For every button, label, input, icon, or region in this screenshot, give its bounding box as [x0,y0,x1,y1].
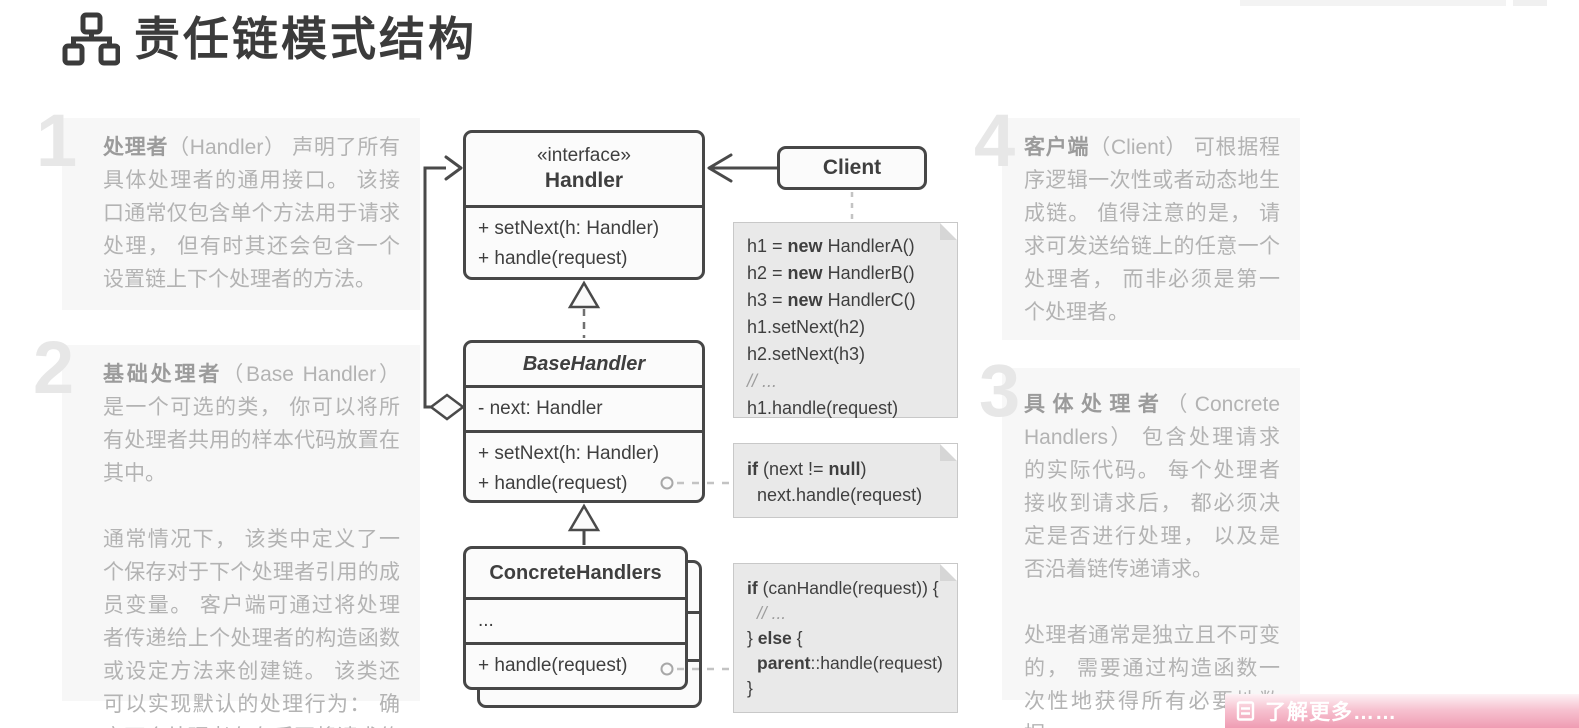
uml-class-concretehandlers: ConcreteHandlers ... + handle(request) [463,546,688,690]
concretehandlers-fields: ... [466,597,685,642]
section-1-number: 1 [36,99,78,182]
code-comment: // ... [747,371,778,391]
basehandler-name: BaseHandler [522,352,646,375]
interface-method-setnext: + setNext(h: Handler) [478,218,660,239]
sitemap-icon [62,12,120,66]
interface-stereotype: «interface» [536,145,631,166]
note-client-code: h1 = new HandlerA() h2 = new HandlerB() … [733,222,958,418]
page-title: 责任链模式结构 [134,13,477,65]
concretehandlers-field-ellipsis: ... [478,610,494,631]
top-strip [1240,0,1506,6]
association-client-to-handler-arrow [707,153,777,183]
code-line: } [747,678,753,698]
section-3-paragraph-1: 具体处理者（Concrete Handlers） 包含处理请求的实际代码。 每个… [1024,393,1281,581]
book-icon [1236,701,1255,721]
basehandler-fields: - next: Handler [466,385,702,430]
term-client: 客户端 [1024,136,1090,159]
section-1-text: 处理者（Handler） 声明了所有具体处理者的通用接口。 该接口通常仅包含单个… [103,136,401,291]
section-4-number: 4 [974,99,1016,182]
code-line: if (canHandle(request)) { [747,578,939,598]
code-line: if (next != null) [747,459,867,479]
basehandler-method-handle: + handle(request) [478,473,628,494]
uml-interface-handler: «interface» Handler + setNext(h: Handler… [463,130,705,280]
code-line: h1 = new HandlerA() [747,236,915,256]
section-3-paragraph-2: 处理者通常是独立且不可变的， 需要通过构造函数一次性地获得所有必要地数据。 [1024,624,1280,728]
code-line: } else { [747,628,803,648]
note-basehandler-code: if (next != null) next.handle(request) [733,443,958,518]
concretehandlers-method-handle: + handle(request) [478,655,628,676]
code-line: h3 = new HandlerC() [747,290,916,310]
basehandler-methods: + setNext(h: Handler) + handle(request) [466,430,702,499]
interface-method-handle: + handle(request) [478,248,628,269]
term-base-handler: 基础处理者 [103,363,223,386]
term-concrete-handlers: 具体处理者 [1024,393,1167,416]
top-strip-small [1513,0,1547,6]
interface-name: Handler [544,169,624,192]
concretehandlers-name: ConcreteHandlers [489,561,662,584]
learn-more-label: 了解更多…… [1265,701,1397,724]
code-line: h1.handle(request) [747,398,899,418]
interface-methods: + setNext(h: Handler) + handle(request) [466,205,702,274]
code-line: next.handle(request) [757,485,923,505]
page-header: 责任链模式结构 [62,10,477,68]
interface-header: «interface» Handler [466,133,702,205]
aggregation-next-to-handler-arrow [423,155,466,421]
section-2-number: 2 [33,326,75,409]
generalization-concrete-to-basehandler-arrow [567,503,601,545]
code-line: h2.setNext(h3) [747,344,866,364]
code-comment: // ... [757,603,787,623]
section-2-paragraph-1: 基础处理者（Base Handler） 是一个可选的类， 你可以将所有处理者共用… [103,363,400,485]
term-handler: 处理者 [103,136,169,159]
realization-basehandler-to-handler-arrow [567,280,601,338]
uml-class-basehandler: BaseHandler - next: Handler + setNext(h:… [463,340,705,503]
basehandler-field-next: - next: Handler [478,398,603,419]
section-4-text: 客户端（Client） 可根据程序逻辑一次性或者动态地生成链。 值得注意的是， … [1024,136,1281,324]
section-4-panel: 客户端（Client） 可根据程序逻辑一次性或者动态地生成链。 值得注意的是， … [1002,118,1300,340]
section-2-panel: 基础处理者（Base Handler） 是一个可选的类， 你可以将所有处理者共用… [62,345,420,728]
basehandler-method-setnext: + setNext(h: Handler) [478,443,660,464]
section-1-panel: 处理者（Handler） 声明了所有具体处理者的通用接口。 该接口通常仅包含单个… [62,118,420,310]
code-line: parent::handle(request) [757,653,943,673]
learn-more-banner[interactable]: 了解更多…… [1225,694,1579,728]
note-concretehandler-code: if (canHandle(request)) { // ... } else … [733,563,958,713]
code-line: h1.setNext(h2) [747,317,866,337]
section-3-number: 3 [979,349,1021,432]
concretehandlers-methods: + handle(request) [466,642,685,687]
section-2-paragraph-2: 通常情况下， 该类中定义了一个保存对于下个处理者引用的成员变量。 客户端可通过将… [103,528,400,728]
code-line: h2 = new HandlerB() [747,263,915,283]
uml-class-client: Client [777,146,927,190]
section-3-panel: 具体处理者（Concrete Handlers） 包含处理请求的实际代码。 每个… [1002,368,1300,728]
